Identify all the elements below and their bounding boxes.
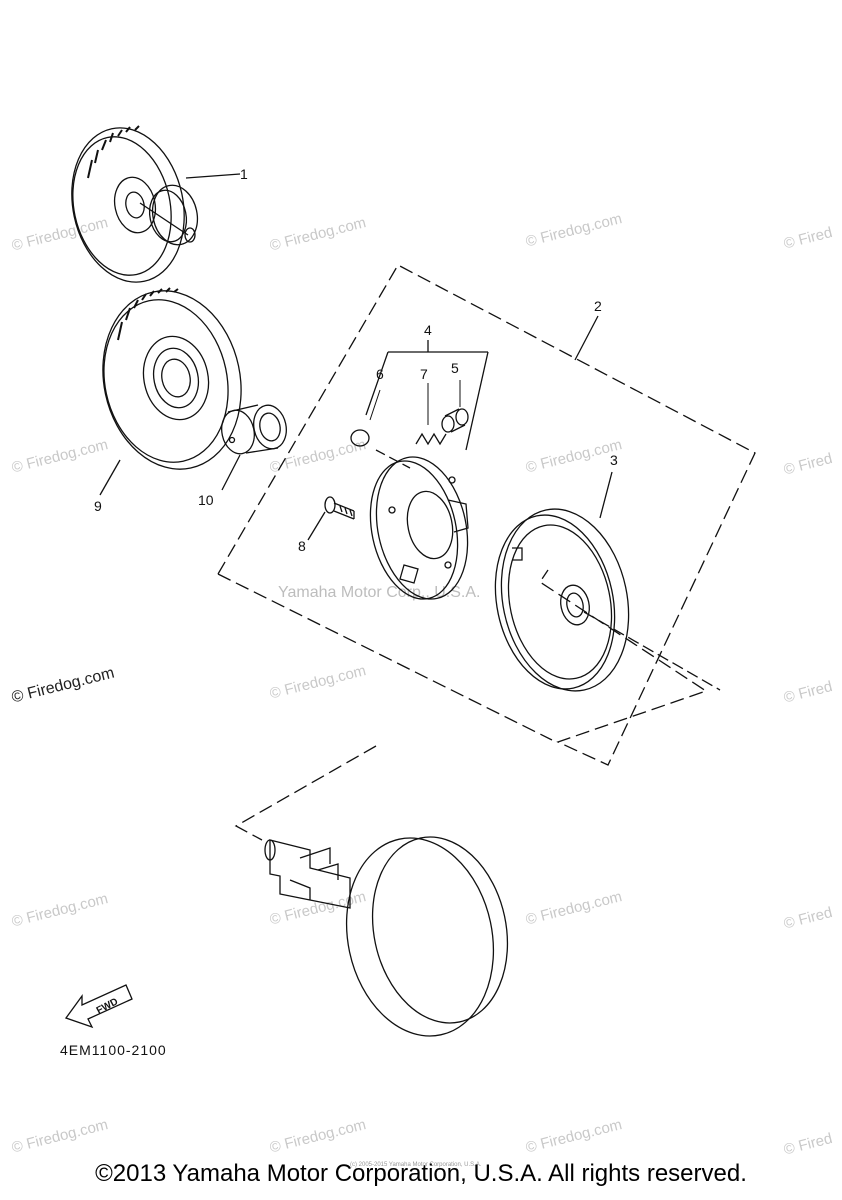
part-9-driven-gear — [99, 287, 242, 496]
flywheel — [264, 836, 509, 1037]
part-1-idle-gear — [71, 125, 241, 283]
diagram-code: 4EM1100-2100 — [60, 1042, 167, 1058]
starter-clutch-body — [369, 449, 469, 600]
callout-7: 7 — [420, 366, 428, 382]
leader-2 — [574, 315, 599, 361]
part-3-starter-wheel — [494, 471, 721, 692]
fwd-arrow-icon — [64, 984, 133, 1029]
callout-2: 2 — [594, 298, 602, 314]
part-10-collar — [221, 404, 287, 491]
callout-4: 4 — [424, 322, 432, 338]
callout-1: 1 — [240, 166, 248, 182]
part-8-bolt — [307, 496, 355, 541]
assembly-2-outline — [217, 264, 756, 766]
callout-9: 9 — [94, 498, 102, 514]
callout-3: 3 — [610, 452, 618, 468]
callout-6: 6 — [376, 366, 384, 382]
callout-5: 5 — [451, 360, 459, 376]
bracket-4 — [365, 340, 489, 451]
part-6-roller — [350, 429, 370, 447]
callout-10: 10 — [198, 492, 214, 508]
manufacturer-watermark: Yamaha Motor Corp., U.S.A. — [278, 584, 481, 601]
part-7-spring — [415, 432, 447, 446]
part-5-plunger — [441, 380, 469, 433]
flywheel-shaft — [234, 745, 377, 841]
footer-copyright: ©2013 Yamaha Motor Corporation, U.S.A. A… — [95, 1160, 747, 1187]
tiny-copyright: (c) 2005-2015 Yamaha Motor Corporation, … — [350, 1162, 482, 1168]
callout-8: 8 — [298, 538, 306, 554]
